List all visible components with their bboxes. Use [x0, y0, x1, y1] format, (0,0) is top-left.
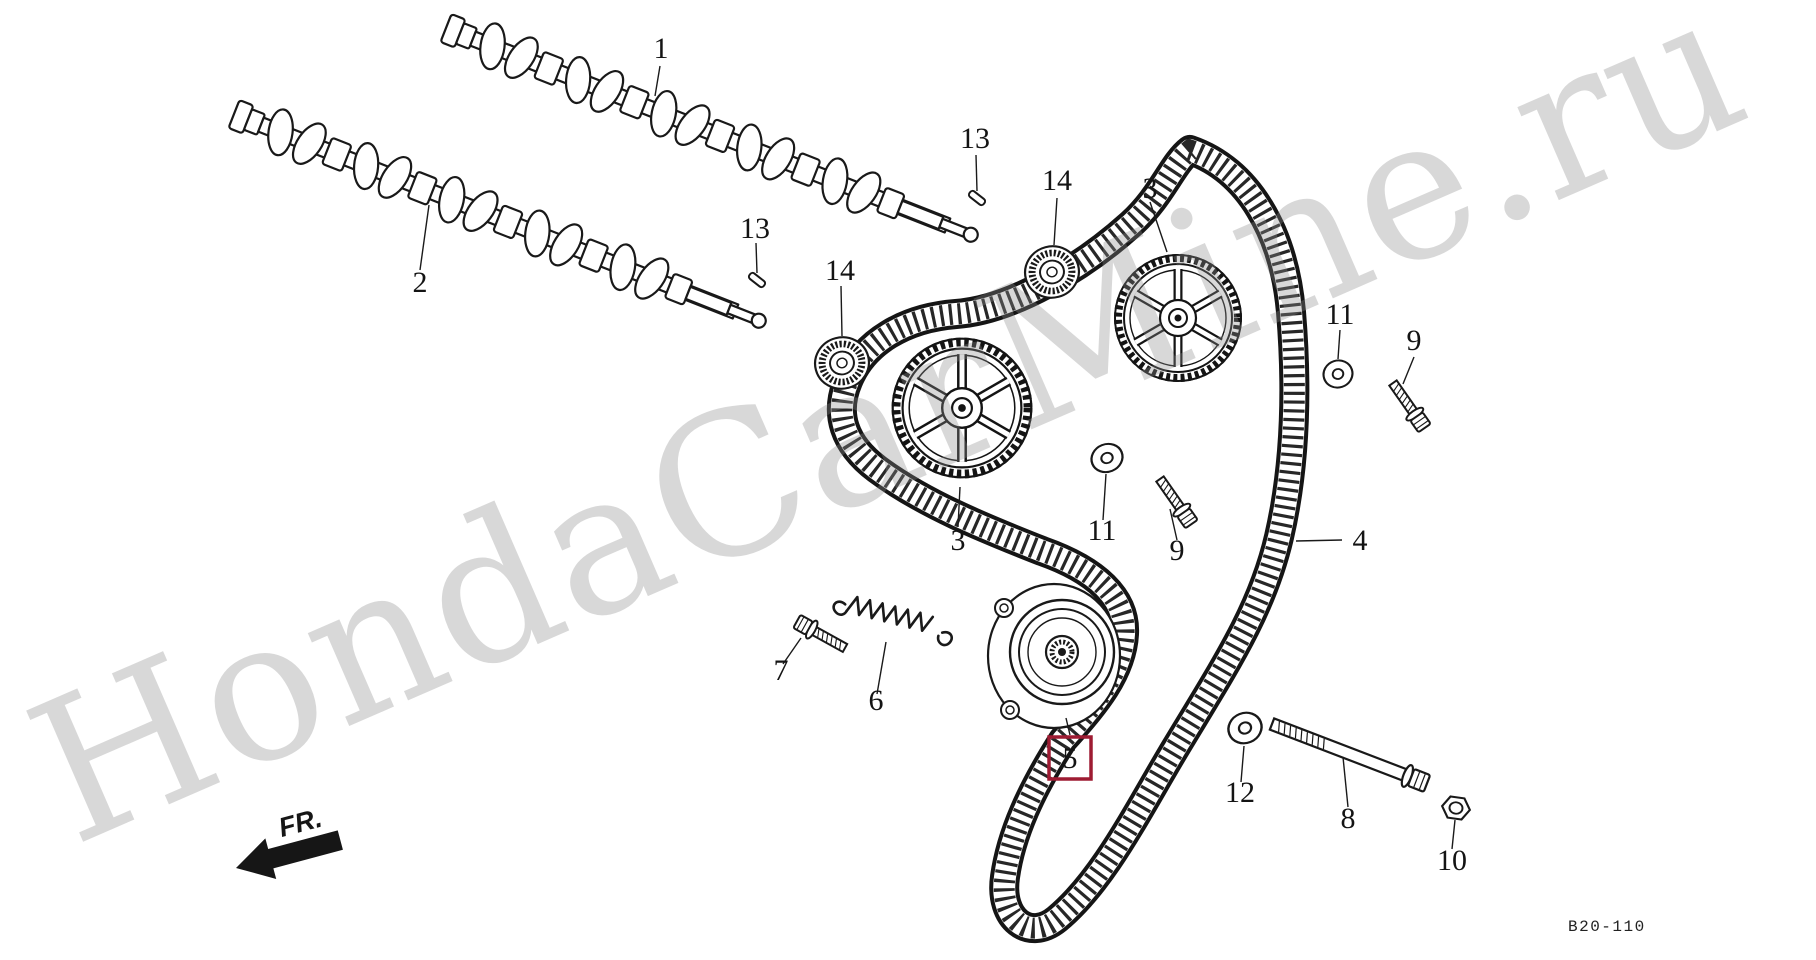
- callout-8: 8: [1341, 802, 1356, 835]
- callout-3-lower: 3: [951, 524, 966, 557]
- callout-13-lower: 13: [740, 212, 770, 245]
- callout-11-upper: 11: [1326, 298, 1355, 331]
- callout-12: 12: [1225, 776, 1255, 809]
- callout-4: 4: [1353, 524, 1368, 557]
- bolt-9-lower: [1150, 472, 1201, 531]
- nut-10: [1440, 795, 1472, 821]
- callout-9-lower: 9: [1170, 534, 1185, 567]
- callout-11-lower: 11: [1088, 514, 1117, 547]
- tensioner-bolt-7: [791, 611, 851, 658]
- callout-2: 2: [413, 266, 428, 299]
- callout-13-upper: 13: [960, 122, 990, 155]
- callout-5-box: [1047, 735, 1093, 781]
- leader-lines: [419, 65, 1456, 850]
- fr-direction-indicator: FR.: [236, 803, 343, 879]
- timing-belt: [826, 135, 1310, 943]
- fr-arrow-icon: [236, 830, 343, 879]
- diagram-code: B20-110: [1568, 918, 1646, 936]
- tensioner-spring: [832, 595, 954, 647]
- bolt-8: [1268, 716, 1431, 793]
- callout-1: 1: [654, 32, 669, 65]
- key-upper: [967, 189, 987, 207]
- bolt-9-upper: [1383, 376, 1434, 435]
- callout-14-lower: 14: [825, 254, 855, 287]
- tensioner-pulley: [986, 582, 1122, 730]
- callout-14-upper: 14: [1042, 164, 1072, 197]
- callout-6: 6: [869, 684, 884, 717]
- callout-10: 10: [1437, 844, 1467, 877]
- key-lower: [747, 271, 767, 289]
- callouts: 1 2 3 3 4 5 6 7 8 9 9 10 11 11 12 13 13 …: [413, 32, 1468, 877]
- callout-9-upper: 9: [1407, 324, 1422, 357]
- washer-11-upper: [1318, 355, 1358, 393]
- washer-12: [1222, 706, 1268, 750]
- callout-5: 5: [1063, 742, 1078, 775]
- callout-7: 7: [774, 654, 789, 687]
- callout-3-upper: 3: [1143, 172, 1158, 205]
